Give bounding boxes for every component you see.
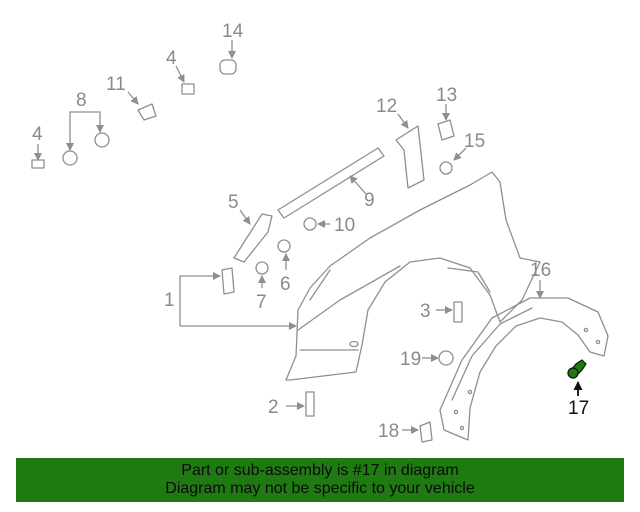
callout-15: 15 [464, 131, 485, 152]
banner-line-2: Diagram may not be specific to your vehi… [165, 480, 475, 497]
banner-line-1: Part or sub-assembly is #17 in diagram [181, 462, 459, 479]
callout-5: 5 [228, 192, 239, 213]
callout-4a: 4 [166, 48, 177, 69]
callout-9: 9 [364, 190, 375, 211]
callout-14: 14 [222, 21, 244, 42]
part-info-banner: Part or sub-assembly is #17 in diagram D… [16, 458, 624, 502]
callout-17: 17 [568, 398, 589, 419]
fender-liner [439, 297, 609, 441]
callout-12: 12 [376, 96, 397, 117]
callout-6: 6 [280, 274, 291, 295]
callout-8: 8 [76, 90, 87, 111]
bracket-part-12 [395, 125, 425, 189]
highlighted-part-17 [567, 359, 587, 379]
callout-4b: 4 [32, 124, 43, 145]
callout-18: 18 [378, 421, 399, 442]
leader-lines [34, 40, 583, 434]
callout-16: 16 [530, 260, 551, 281]
callout-3: 3 [420, 301, 431, 322]
callout-1: 1 [164, 290, 175, 311]
callout-7: 7 [256, 292, 267, 313]
clip-part-13 [437, 119, 455, 141]
callout-2: 2 [268, 397, 279, 418]
fastener-parts [31, 59, 463, 443]
callout-19: 19 [400, 349, 421, 370]
seal-strip-part-9 [277, 147, 385, 219]
bracket-part-5 [233, 213, 273, 263]
callout-13: 13 [436, 85, 457, 106]
bracket-part-1 [221, 267, 235, 295]
fender-panel [285, 171, 541, 381]
callout-11: 11 [106, 74, 126, 95]
callout-labels: 1 2 3 4 4 5 6 7 8 9 10 11 12 13 14 15 16… [32, 21, 589, 442]
callout-10: 10 [334, 215, 355, 236]
